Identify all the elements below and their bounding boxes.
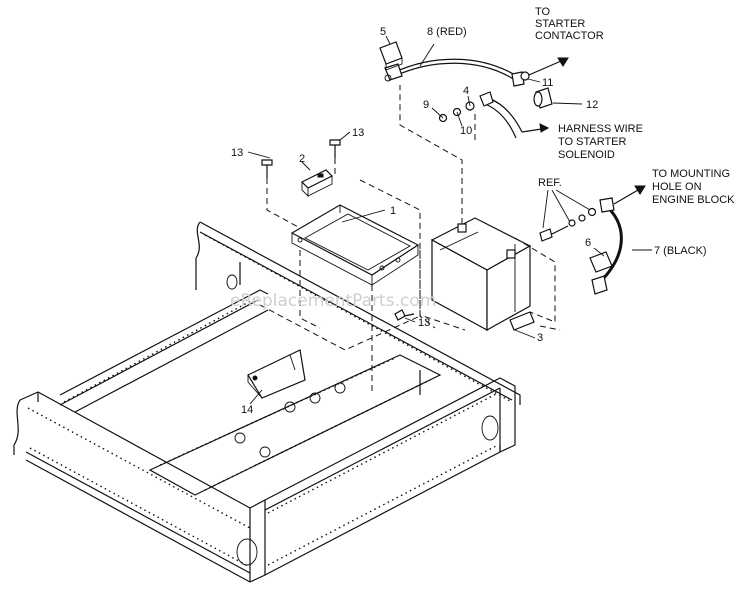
hardware	[438, 71, 553, 139]
note-mounting-3: ENGINE BLOCK	[652, 194, 735, 206]
label-13-lower: 13	[418, 317, 430, 329]
label-11: 11	[542, 77, 553, 89]
label-9: 9	[423, 99, 429, 111]
note-starter-2: STARTER	[535, 18, 585, 30]
label-6: 6	[585, 237, 591, 249]
label-3: 3	[537, 332, 543, 344]
note-starter-1: TO	[535, 6, 551, 18]
battery-tray-1	[290, 169, 420, 286]
note-mounting-1: TO MOUNTING	[652, 168, 730, 180]
label-2: 2	[299, 153, 305, 165]
note-mounting-2: HOLE ON	[652, 181, 702, 193]
label-14: 14	[241, 404, 253, 416]
note-harness-1: HARNESS WIRE	[558, 123, 643, 135]
note-starter-3: CONTACTOR	[535, 30, 604, 42]
battery-3	[430, 217, 535, 332]
red-cable-8	[379, 41, 569, 87]
note-harness-3: SOLENOID	[558, 149, 615, 161]
label-1: 1	[390, 205, 396, 217]
callout-labels: 1 2 3 4 5 6 7 (BLACK) 8 (RED) 9 10 11 12…	[231, 6, 735, 416]
assembly-lines	[266, 85, 561, 392]
label-12: 12	[586, 99, 598, 111]
frame-base	[13, 221, 521, 583]
black-cable-7	[539, 185, 646, 295]
watermark: eReplacementParts.com	[230, 291, 436, 311]
bolts-13	[261, 139, 415, 321]
label-ref: REF.	[538, 177, 562, 189]
label-7: 7 (BLACK)	[654, 245, 707, 257]
label-5: 5	[380, 26, 386, 38]
note-harness-2: TO STARTER	[558, 136, 627, 148]
leader-lines	[247, 35, 652, 405]
label-8: 8 (RED)	[427, 26, 467, 38]
label-13-top: 13	[352, 127, 364, 139]
bracket-14	[247, 349, 306, 399]
label-10: 10	[460, 125, 472, 137]
label-4: 4	[463, 85, 469, 97]
label-13-left: 13	[231, 147, 243, 159]
